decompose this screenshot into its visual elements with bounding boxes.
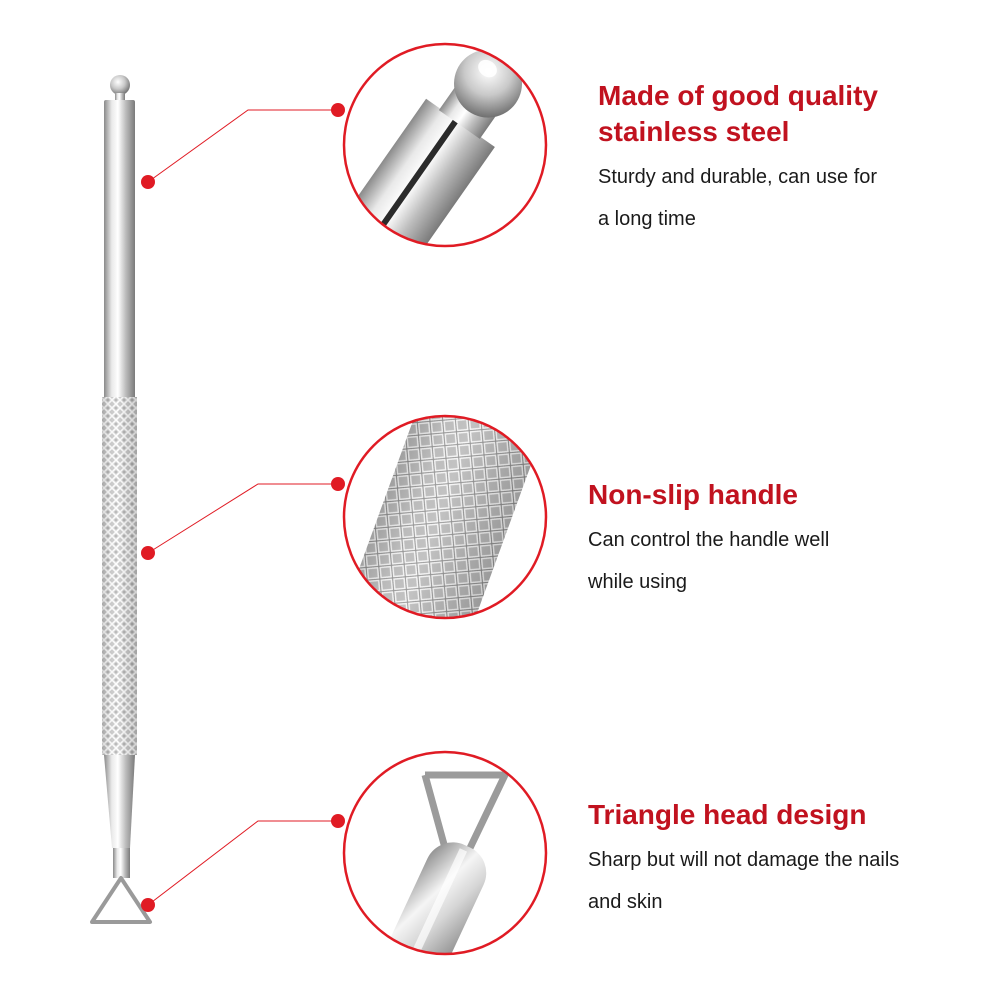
feature-triangle-head: Triangle head design Sharp but will not … bbox=[588, 797, 988, 923]
callout-dot bbox=[141, 898, 155, 912]
feature-title: Triangle head design bbox=[588, 797, 988, 833]
callout-dots bbox=[141, 103, 345, 912]
feature-title-line: stainless steel bbox=[598, 116, 790, 147]
callout-dot bbox=[331, 477, 345, 491]
tool-shaft-upper bbox=[104, 100, 135, 400]
callout-dot bbox=[141, 175, 155, 189]
feature-desc-line: Sharp but will not damage the nails bbox=[588, 849, 900, 871]
zoom-circle-triangle-head bbox=[342, 750, 548, 956]
feature-desc-line: and skin bbox=[588, 891, 663, 913]
zoom-circle-knurled-grip bbox=[342, 414, 548, 620]
feature-description: Sharp but will not damage the nails and … bbox=[588, 839, 988, 923]
feature-title: Made of good quality stainless steel bbox=[598, 78, 978, 150]
tool-body bbox=[90, 75, 152, 924]
callout-lines bbox=[147, 109, 338, 906]
tool-triangle-head bbox=[90, 876, 152, 924]
feature-title-line: Non-slip handle bbox=[588, 479, 798, 510]
zoom-circle-ball-tip bbox=[342, 42, 548, 248]
callout-dot bbox=[331, 103, 345, 117]
feature-stainless-steel: Made of good quality stainless steel Stu… bbox=[598, 78, 978, 240]
feature-title-line: Made of good quality bbox=[598, 80, 878, 111]
tool-ball-tip bbox=[110, 75, 130, 95]
tool-neck bbox=[115, 93, 125, 101]
feature-description: Sturdy and durable, can use for a long t… bbox=[598, 156, 978, 240]
feature-desc-line: Can control the handle well bbox=[588, 529, 830, 551]
callout-dot bbox=[331, 814, 345, 828]
feature-title: Non-slip handle bbox=[588, 477, 978, 513]
feature-desc-line: a long time bbox=[598, 208, 696, 230]
callout-dot bbox=[141, 546, 155, 560]
feature-non-slip-handle: Non-slip handle Can control the handle w… bbox=[588, 477, 978, 603]
tool-taper bbox=[104, 755, 135, 848]
feature-desc-line: Sturdy and durable, can use for bbox=[598, 166, 878, 188]
feature-title-line: Triangle head design bbox=[588, 799, 867, 830]
feature-desc-line: while using bbox=[588, 571, 687, 593]
feature-description: Can control the handle well while using bbox=[588, 519, 978, 603]
